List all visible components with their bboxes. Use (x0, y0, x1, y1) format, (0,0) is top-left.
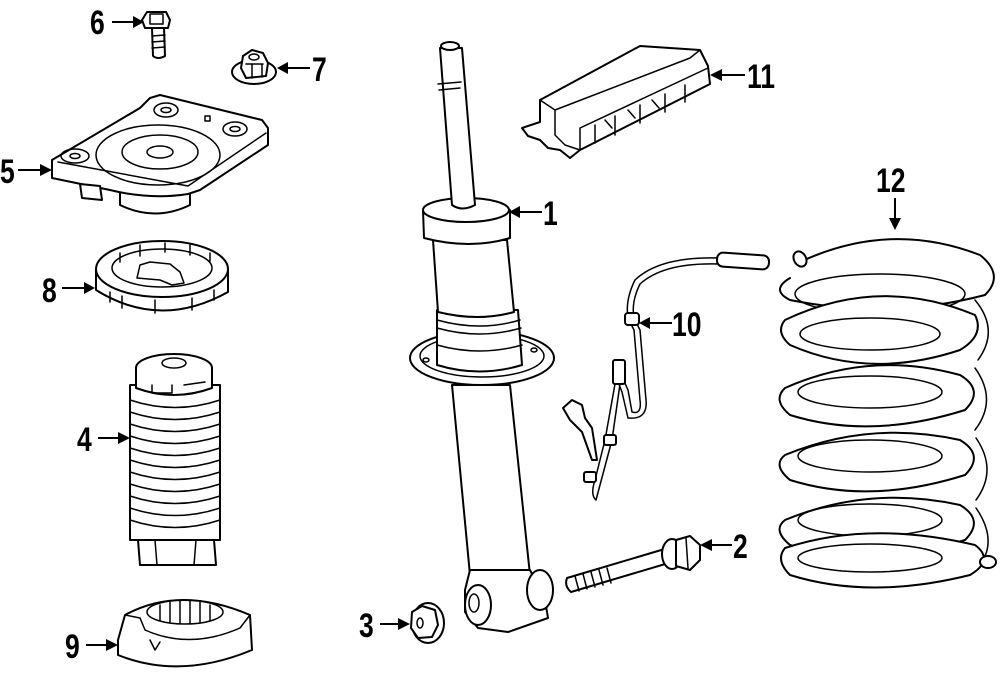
callout-7: 7 (277, 51, 327, 89)
part-11-control-module[interactable] (521, 45, 711, 159)
callout-label-2: 2 (733, 528, 748, 566)
arrowhead-12 (889, 218, 901, 230)
part-7-flange-nut[interactable] (231, 49, 277, 85)
callout-label-9: 9 (65, 628, 80, 666)
arrowhead-8 (84, 282, 95, 294)
part-1-shock-absorber[interactable] (409, 41, 555, 633)
callout-4: 4 (77, 421, 130, 459)
arrowhead-1 (509, 206, 520, 218)
callout-3: 3 (359, 607, 410, 645)
callout-10: 10 (639, 306, 702, 344)
callout-8: 8 (42, 272, 95, 310)
callout-label-3: 3 (359, 607, 374, 645)
part-8-upper-spring-seat[interactable] (95, 240, 229, 314)
callout-label-7: 7 (312, 51, 327, 89)
callout-label-6: 6 (90, 4, 105, 42)
callout-label-10: 10 (672, 306, 702, 344)
part-5-upper-mount[interactable] (51, 94, 269, 215)
arrowhead-5 (40, 164, 52, 176)
arrowhead-2 (700, 539, 712, 551)
arrowhead-10 (639, 317, 650, 329)
callout-9: 9 (65, 628, 118, 666)
part-3-nut[interactable] (410, 602, 445, 644)
callout-label-4: 4 (77, 421, 92, 459)
callout-5: 5 (0, 153, 52, 191)
arrowhead-4 (118, 432, 130, 444)
part-2-bolt[interactable] (565, 535, 701, 593)
callout-1: 1 (509, 195, 558, 233)
part-12-coil-spring[interactable] (778, 238, 997, 589)
callout-11: 11 (710, 58, 775, 96)
arrowhead-6 (133, 16, 144, 28)
callout-2: 2 (700, 528, 748, 566)
callout-label-11: 11 (747, 58, 775, 96)
arrowhead-11 (710, 69, 722, 81)
arrowhead-7 (277, 62, 288, 74)
arrowhead-3 (398, 618, 410, 630)
part-6-bolt[interactable] (141, 11, 171, 59)
callout-12: 12 (876, 162, 906, 230)
callout-label-12: 12 (876, 162, 906, 200)
callout-label-8: 8 (42, 272, 57, 310)
arrowhead-9 (106, 639, 118, 651)
callout-label-1: 1 (543, 195, 558, 233)
part-9-lower-spring-seat[interactable] (117, 599, 253, 668)
part-10-wiring-harness[interactable] (562, 251, 771, 501)
callout-6: 6 (90, 4, 144, 42)
part-4-dust-boot[interactable] (129, 353, 221, 566)
callout-label-5: 5 (0, 153, 15, 191)
